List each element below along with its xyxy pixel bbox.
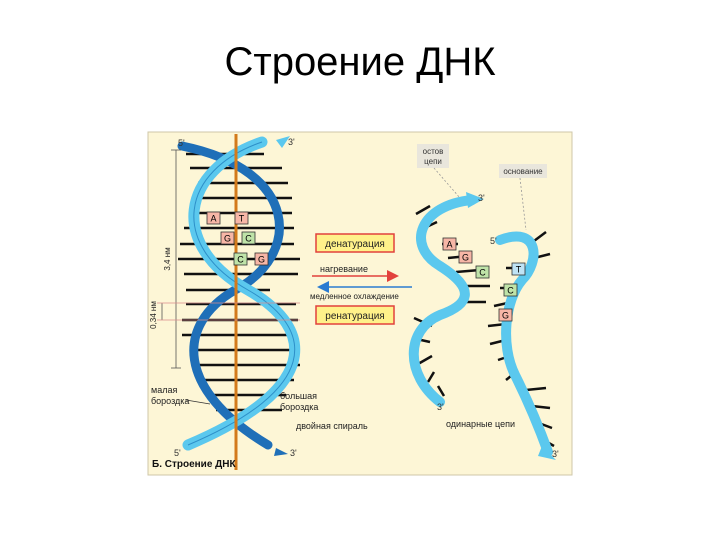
strand2-arrow-icon [538,446,556,460]
minor-groove-label-2: бороздка [151,396,189,406]
denaturation-box [315,233,395,253]
renaturation-label: ренатурация [325,311,384,322]
base-label-box [499,164,547,178]
helix-end-top-right: 3' [288,137,295,147]
rise-label: 0,34 нм [149,301,158,329]
heating-label: нагревание [320,264,368,274]
strand2-base-boxes: T C G [498,262,526,322]
helix-arrow-top-icon [276,136,290,148]
base-pairs: A T G C C G [206,211,269,266]
backbone-label-2: цепи [424,157,442,166]
strand1-top-end: 3' [478,193,485,203]
denaturation-label: денатурация [325,239,385,250]
strand1-base-2: G [462,253,469,263]
backbone-label-1: остов [423,147,444,156]
pitch-label: 3,4 нм [163,247,172,270]
process: денатурация нагревание медленное охлажде… [310,233,412,325]
helix-end-top-left: 5' [178,138,185,148]
single-strands: остов цепи основание A G [408,144,559,460]
dimension-lines [157,149,300,369]
single-strands-label: одинарные цепи [446,419,515,429]
slow-cooling-label: медленное охлаждение [310,292,399,301]
strand1-base-1: A [446,240,452,250]
strand1-base-boxes: A G C [442,237,490,279]
base-pair-1-left: A [210,214,216,224]
base-label: основание [503,167,543,176]
backbone-label-box [417,144,449,168]
major-groove-label-2: бороздка [280,402,318,412]
strand1-backbone [408,195,477,407]
renaturation-box [315,305,395,325]
double-helix: A T G C C G 3,4 нм 0,34 нм 5' 3' 5' 3' [149,134,368,470]
double-helix-label: двойная спираль [296,421,368,431]
base-pair-1-right: T [239,214,245,224]
strand1-base-3: C [479,268,486,278]
strand2-base-3: G [502,311,509,321]
minor-groove-label-1: малая [151,385,177,395]
panel-caption: Б. Строение ДНК [152,459,237,470]
base-pair-2-right: C [245,234,252,244]
strand2-base-2: C [507,286,514,296]
base-pair-3-left: C [237,255,244,265]
strand1-arrow-icon [466,192,484,208]
helix-arrow-bottom-icon [274,448,288,456]
strand2-bottom-end: 3' [552,449,559,459]
helix-end-bottom-right: 3' [290,448,297,458]
helix-end-bottom-left: 5' [174,448,181,458]
slide-title: Строение ДНК [224,40,496,84]
strand1-bottom-end: 3' [437,402,444,412]
strand2-base-1: T [516,265,522,275]
strand2-top-end: 5' [490,236,497,246]
major-groove-label-1: большая [280,391,317,401]
helix-strand-front-edge [187,141,296,446]
base-pair-3-right: G [258,255,265,265]
base-pair-2-left: G [224,234,231,244]
